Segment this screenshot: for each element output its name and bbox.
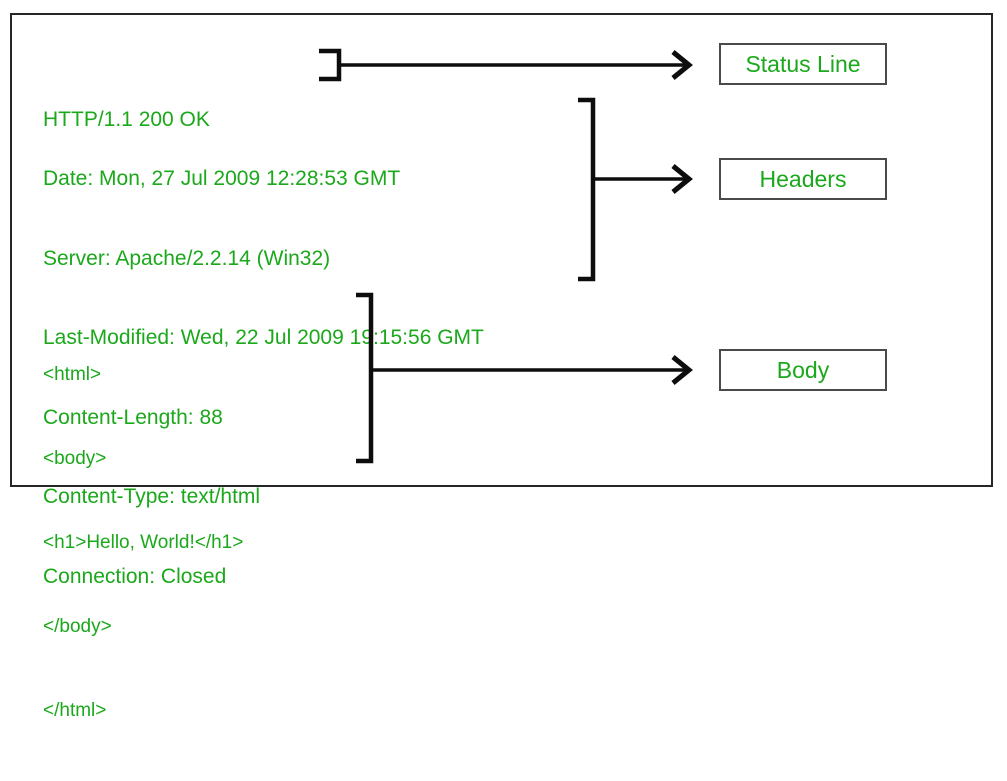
body-line-body-open: <body> <box>43 448 107 469</box>
body-line-html-close: </html> <box>43 700 107 721</box>
header-line-last-modified: Last-Modified: Wed, 22 Jul 2009 19:15:56… <box>43 326 484 349</box>
body-line-h1: <h1>Hello, World!</h1> <box>43 532 244 553</box>
label-box-body: Body <box>719 349 887 391</box>
label-box-status-line: Status Line <box>719 43 887 85</box>
label-box-status-line-text: Status Line <box>745 50 861 77</box>
body-line-html-open: <html> <box>43 364 102 385</box>
status-line-text: HTTP/1.1 200 OK <box>43 108 210 131</box>
header-line-content-length: Content-Length: 88 <box>43 405 223 429</box>
body-text-block: <html> <body> <h1>Hello, World!</h1> </b… <box>43 305 243 781</box>
http-response-diagram: HTTP/1.1 200 OK Date: Mon, 27 Jul 2009 1… <box>10 13 993 721</box>
status-line-text-block: HTTP/1.1 200 OK <box>43 55 210 185</box>
label-box-body-text: Body <box>776 356 830 383</box>
header-line-server: Server: Apache/2.2.14 (Win32) <box>43 246 331 270</box>
body-line-body-close: </body> <box>43 616 112 637</box>
header-line-date: Date: Mon, 27 Jul 2009 12:28:53 GMT <box>43 167 401 190</box>
label-box-headers-text: Headers <box>759 165 847 192</box>
label-box-headers: Headers <box>719 158 887 200</box>
diagram-frame <box>10 13 993 487</box>
